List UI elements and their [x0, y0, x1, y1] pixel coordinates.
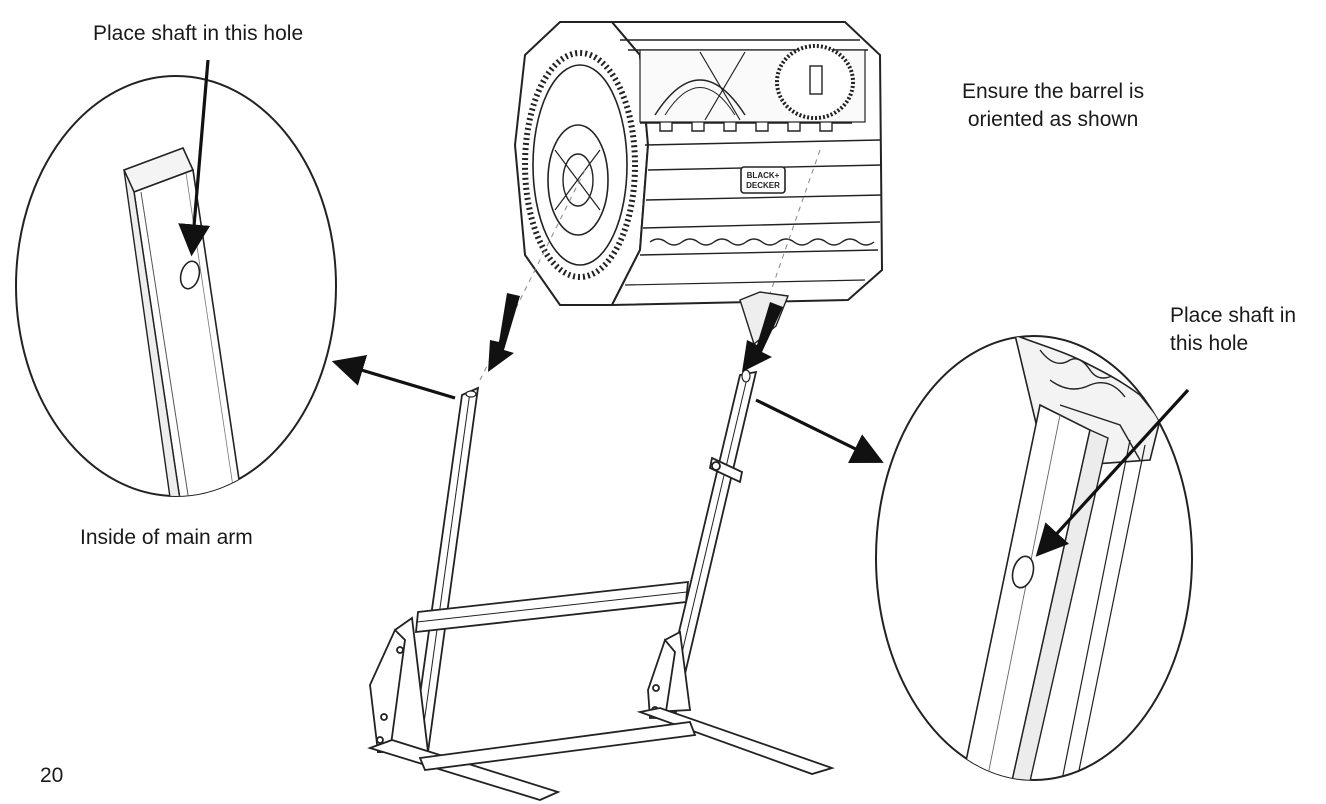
page-number: 20 [40, 764, 64, 787]
brand-badge [740, 166, 786, 194]
shaft-insert-arrows [488, 293, 783, 372]
composter-stand [367, 369, 835, 801]
arrow-to-left-circle [331, 355, 456, 400]
label-place-shaft-right: Place shaft in this hole [1170, 302, 1296, 359]
brand-line-2: DECKER [746, 181, 780, 190]
left-shaft-hole [179, 260, 201, 290]
arrow-to-left-hole [178, 59, 211, 257]
arrow-to-right-hole [1035, 388, 1190, 557]
label-orientation-line-2: oriented as shown [967, 108, 1139, 132]
label-orientation-line-1: Ensure the barrel is [962, 80, 1145, 103]
brand-line-1: BLACK+ [747, 171, 780, 180]
label-place-shaft-left: Place shaft in this hole [93, 22, 304, 45]
label-shaft-right-line-2: this hole [1170, 332, 1249, 356]
pointer-arrows [178, 59, 1190, 557]
left-detail-circle [15, 75, 337, 497]
right-shaft-hole [1011, 555, 1035, 589]
arrow-to-right-circle [755, 398, 884, 464]
right-detail-circle [875, 335, 1193, 781]
label-inside-main-arm: Inside of main arm [80, 526, 253, 549]
label-shaft-right-line-1: Place shaft in [1170, 304, 1297, 327]
label-orientation-note: Ensure the barrel is oriented as shown [962, 78, 1144, 135]
composter-barrel: BLACK+ DECKER [479, 21, 884, 381]
